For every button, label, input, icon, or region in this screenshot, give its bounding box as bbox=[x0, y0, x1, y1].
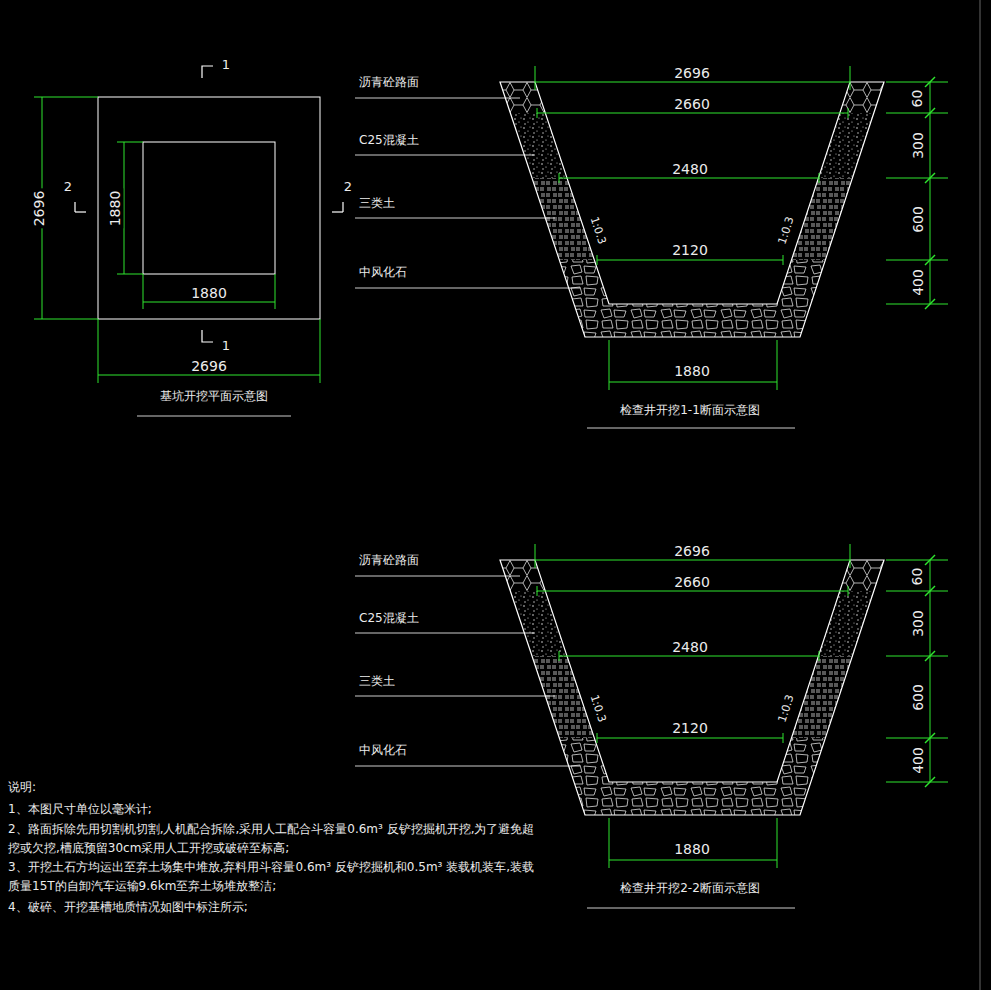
dimension: 600 bbox=[910, 682, 925, 713]
layer-label: 沥青砼路面 bbox=[357, 75, 421, 90]
section-mark: 1 bbox=[220, 338, 232, 353]
dimension: 60 bbox=[910, 87, 925, 109]
dimension: 300 bbox=[910, 130, 925, 161]
dimension: 2120 bbox=[670, 243, 710, 258]
dimension: 60 bbox=[910, 565, 925, 587]
dimension: 2696 bbox=[672, 544, 712, 559]
layer-label: 沥青砼路面 bbox=[357, 553, 421, 568]
dimension: 2660 bbox=[672, 575, 712, 590]
slope-ratio: 1:0.3 bbox=[774, 212, 798, 247]
slope-ratio: 1:0.3 bbox=[586, 212, 610, 247]
layer-label: 中风化石 bbox=[357, 743, 409, 758]
view-caption: 基坑开挖平面示意图 bbox=[158, 389, 270, 404]
section-mark: 2 bbox=[62, 179, 74, 194]
dimension: 600 bbox=[910, 204, 925, 235]
layer-label: C25混凝土 bbox=[357, 611, 421, 626]
view-caption: 检查井开挖1-1断面示意图 bbox=[618, 403, 762, 418]
dimension: 2480 bbox=[670, 162, 710, 177]
dimension: 300 bbox=[910, 608, 925, 639]
dimension: 2696 bbox=[189, 359, 229, 374]
note-line: 1、本图尺寸单位以毫米计; bbox=[8, 800, 548, 819]
dimension: 2696 bbox=[672, 66, 712, 81]
view-caption: 检查井开挖2-2断面示意图 bbox=[618, 881, 762, 896]
slope-ratio: 1:0.3 bbox=[774, 690, 798, 725]
section-mark: 2 bbox=[342, 179, 354, 194]
layer-label: 三类土 bbox=[357, 196, 397, 211]
note-line: 4、破碎、开挖基槽地质情况如图中标注所示; bbox=[8, 898, 548, 917]
dimension: 2696 bbox=[32, 188, 47, 228]
note-line: 3、开挖土石方均运出至弃土场集中堆放,弃料用斗容量0.6m³ 反铲挖掘机和0.5… bbox=[8, 858, 538, 896]
slope-ratio: 1:0.3 bbox=[586, 690, 610, 725]
dimension: 1880 bbox=[108, 188, 123, 228]
dimension: 2480 bbox=[670, 640, 710, 655]
layer-label: C25混凝土 bbox=[357, 133, 421, 148]
layer-label: 三类土 bbox=[357, 674, 397, 689]
dimension: 2120 bbox=[670, 721, 710, 736]
note-heading: 说明: bbox=[8, 778, 208, 797]
dimension: 1880 bbox=[189, 286, 229, 301]
section-mark: 1 bbox=[220, 57, 232, 72]
layer-label: 中风化石 bbox=[357, 265, 409, 280]
dimension: 2660 bbox=[672, 97, 712, 112]
dimension: 400 bbox=[910, 745, 925, 776]
dimension: 1880 bbox=[672, 842, 712, 857]
note-line: 2、路面拆除先用切割机切割,人机配合拆除,采用人工配合斗容量0.6m³ 反铲挖掘… bbox=[8, 820, 538, 858]
dimension: 1880 bbox=[672, 364, 712, 379]
dimension: 400 bbox=[910, 267, 925, 298]
